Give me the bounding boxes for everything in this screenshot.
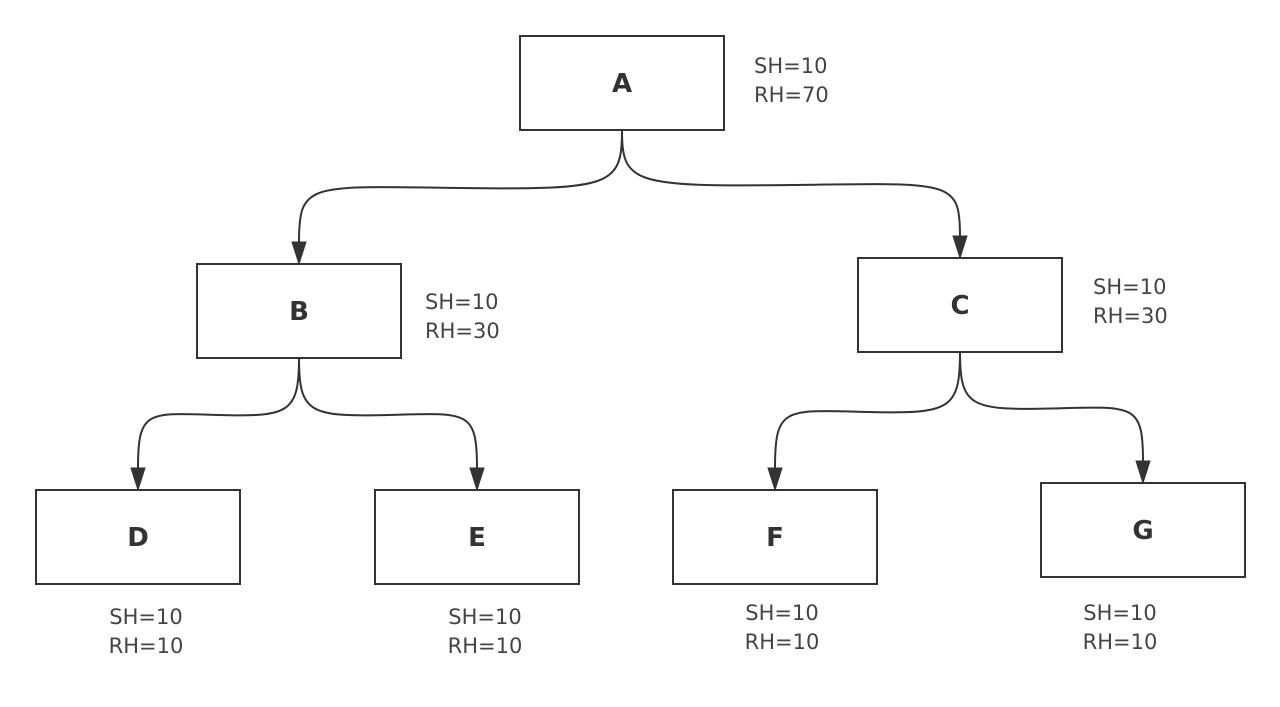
node-box-g: [1040, 482, 1246, 578]
node-e: E: [374, 489, 580, 585]
node-box-e: [374, 489, 580, 585]
notes-layer: SH=10RH=70SH=10RH=30SH=10RH=30SH=10RH=10…: [109, 54, 1168, 658]
node-box-f: [672, 489, 878, 585]
node-label-b: B: [289, 297, 309, 327]
arrow-head-b-e: [469, 467, 485, 492]
arrow-head-c-f: [767, 467, 783, 492]
note-sh-e: SH=10: [448, 605, 521, 629]
nodes-layer: A B C D E F G: [35, 35, 1246, 585]
note-rh-e: RH=10: [448, 634, 523, 658]
note-sh-f: SH=10: [745, 601, 818, 625]
node-label-e: E: [468, 523, 486, 553]
node-label-c: C: [950, 291, 969, 321]
edges-layer: [130, 129, 1151, 492]
edge-c-f: [774, 351, 961, 469]
note-sh-c: SH=10: [1093, 275, 1166, 299]
note-sh-a: SH=10: [754, 54, 827, 78]
note-sh-d: SH=10: [109, 605, 182, 629]
edge-b-d: [137, 357, 300, 469]
edge-b-e: [298, 357, 478, 469]
note-rh-c: RH=30: [1093, 304, 1168, 328]
note-rh-f: RH=10: [745, 630, 820, 654]
node-g: G: [1040, 482, 1246, 578]
node-f: F: [672, 489, 878, 585]
node-box-d: [35, 489, 241, 585]
note-rh-d: RH=10: [109, 634, 184, 658]
note-rh-a: RH=70: [754, 83, 829, 107]
edge-c-g: [959, 351, 1144, 462]
node-box-a: [519, 35, 725, 131]
arrow-head-a-b: [291, 241, 307, 266]
node-label-f: F: [766, 523, 784, 553]
edge-a-b: [298, 129, 623, 243]
arrow-head-c-g: [1135, 460, 1151, 485]
note-rh-g: RH=10: [1083, 630, 1158, 654]
node-a: A: [519, 35, 725, 131]
node-d: D: [35, 489, 241, 585]
node-label-a: A: [612, 69, 632, 99]
arrow-head-b-d: [130, 467, 146, 492]
note-sh-g: SH=10: [1083, 601, 1156, 625]
edge-a-c: [621, 129, 961, 237]
node-label-d: D: [127, 523, 149, 553]
node-b: B: [196, 263, 402, 359]
node-label-g: G: [1132, 516, 1153, 546]
note-rh-b: RH=30: [425, 319, 500, 343]
note-sh-b: SH=10: [425, 290, 498, 314]
arrow-head-a-c: [952, 235, 968, 260]
node-c: C: [857, 257, 1063, 353]
node-box-b: [196, 263, 402, 359]
node-box-c: [857, 257, 1063, 353]
